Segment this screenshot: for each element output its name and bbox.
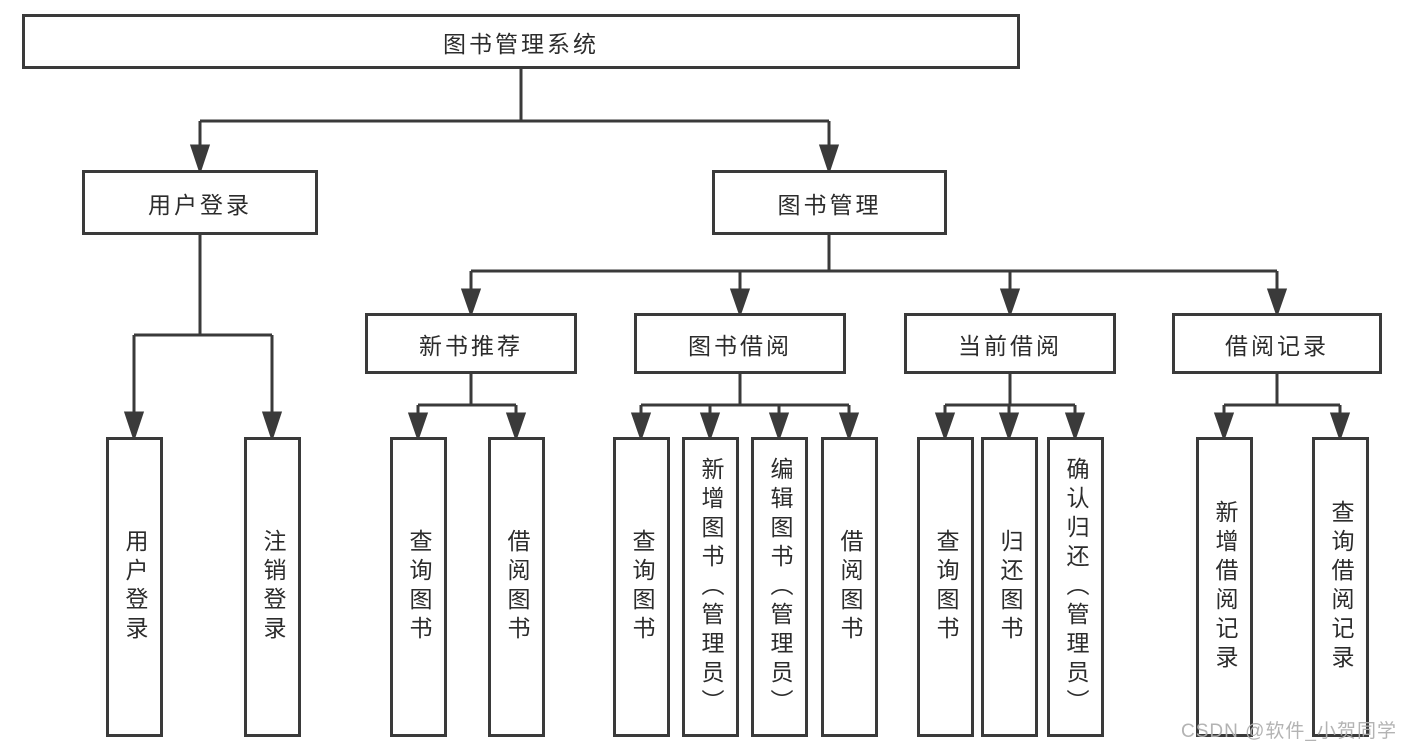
leaf-logout: 注销登录 <box>244 437 301 737</box>
leaf-query-books-1: 查询图书 <box>390 437 447 737</box>
leaf-add-books-admin: 新增图书（管理员） <box>682 437 739 737</box>
node-new-book-rec: 新书推荐 <box>365 313 577 374</box>
leaf-user-login: 用户登录 <box>106 437 163 737</box>
leaf-return-books: 归还图书 <box>981 437 1038 737</box>
leaf-query-books-3: 查询图书 <box>917 437 974 737</box>
leaf-borrow-books-1: 借阅图书 <box>488 437 545 737</box>
leaf-borrow-books-2: 借阅图书 <box>821 437 878 737</box>
leaf-query-books-2: 查询图书 <box>613 437 670 737</box>
node-current-borrow: 当前借阅 <box>904 313 1116 374</box>
watermark: CSDN @软件_小贺同学 <box>1181 721 1397 742</box>
leaf-query-borrow-record: 查询借阅记录 <box>1312 437 1369 737</box>
connector-user-login-group <box>123 235 283 442</box>
connector-book-borrow-group <box>630 374 860 442</box>
connector-current-borrow-group <box>934 374 1086 442</box>
connector-new-book-rec-group <box>407 374 527 442</box>
node-user-login: 用户登录 <box>82 170 318 235</box>
connector-borrow-records-group <box>1213 374 1351 442</box>
node-book-mgmt: 图书管理 <box>712 170 947 235</box>
connector-root-to-level1 <box>189 69 840 175</box>
leaf-edit-books-admin: 编辑图书（管理员） <box>751 437 808 737</box>
connector-book-mgmt-to-level2 <box>460 235 1288 318</box>
node-book-borrow: 图书借阅 <box>634 313 846 374</box>
node-borrow-records: 借阅记录 <box>1172 313 1382 374</box>
leaf-add-borrow-record: 新增借阅记录 <box>1196 437 1253 737</box>
leaf-confirm-return-admin: 确认归还（管理员） <box>1047 437 1104 737</box>
node-root: 图书管理系统 <box>22 14 1020 69</box>
